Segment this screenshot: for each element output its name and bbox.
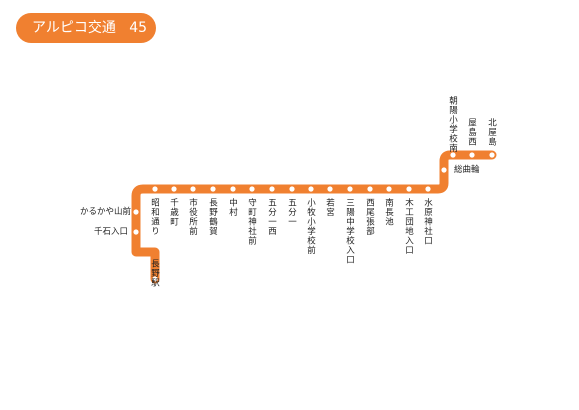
stop-label: 守町神社前	[246, 198, 257, 246]
stop-label: 中村	[227, 198, 238, 217]
stop-dot	[441, 167, 447, 173]
stop-dot	[133, 209, 139, 215]
stop-label: かるかや山前	[80, 207, 132, 217]
stop-label: 木工団地入口	[403, 198, 414, 255]
stop-dot	[327, 186, 333, 192]
stop-label: 三陽中学校入口	[344, 198, 355, 265]
stop-label: 北屋島	[486, 118, 497, 147]
stop-dot	[425, 186, 431, 192]
stop-label: 総曲輪	[454, 165, 480, 175]
stop-dot	[190, 186, 196, 192]
route-line	[131, 150, 497, 284]
stop-dot	[249, 186, 255, 192]
stop-dot	[308, 186, 314, 192]
stop-dot	[367, 186, 373, 192]
stop-label: 長野駅	[149, 259, 160, 288]
stop-label: 水原神社口	[422, 198, 433, 246]
stop-dot	[469, 152, 475, 158]
stop-dot	[269, 186, 275, 192]
stop-label: 昭和通り	[149, 198, 160, 236]
stop-dot	[171, 186, 177, 192]
stop-label: 西尾張部	[364, 198, 375, 236]
stop-dot	[489, 152, 495, 158]
stop-label: 長野鶴賀	[207, 198, 218, 236]
stop-dot	[230, 186, 236, 192]
stop-label: 小牧小学校前	[305, 198, 316, 255]
stop-dot	[152, 186, 158, 192]
stop-label: 五分一西	[266, 198, 277, 236]
stop-dot	[289, 186, 295, 192]
stop-dot	[386, 186, 392, 192]
stop-label: 若宮	[324, 198, 335, 217]
stop-label: 市役所前	[187, 198, 198, 236]
stop-dot	[347, 186, 353, 192]
route-title-badge: アルピコ交通 45	[16, 13, 156, 43]
stop-dot	[406, 186, 412, 192]
stop-label: 五分一	[286, 198, 297, 227]
stop-dot	[152, 276, 158, 282]
route-number: 45	[129, 20, 148, 36]
stop-label: 千歳町	[168, 198, 179, 227]
stop-label: 千石入口	[94, 227, 129, 237]
stop-label: 屋島西	[466, 118, 477, 147]
route-operator: アルピコ交通	[32, 20, 116, 36]
stop-dots	[133, 152, 495, 282]
stop-dot	[450, 152, 456, 158]
stop-dot	[133, 229, 139, 235]
stop-label: 南長池	[383, 198, 394, 227]
stop-label: 朝陽小学校南	[447, 96, 458, 153]
stop-dot	[210, 186, 216, 192]
